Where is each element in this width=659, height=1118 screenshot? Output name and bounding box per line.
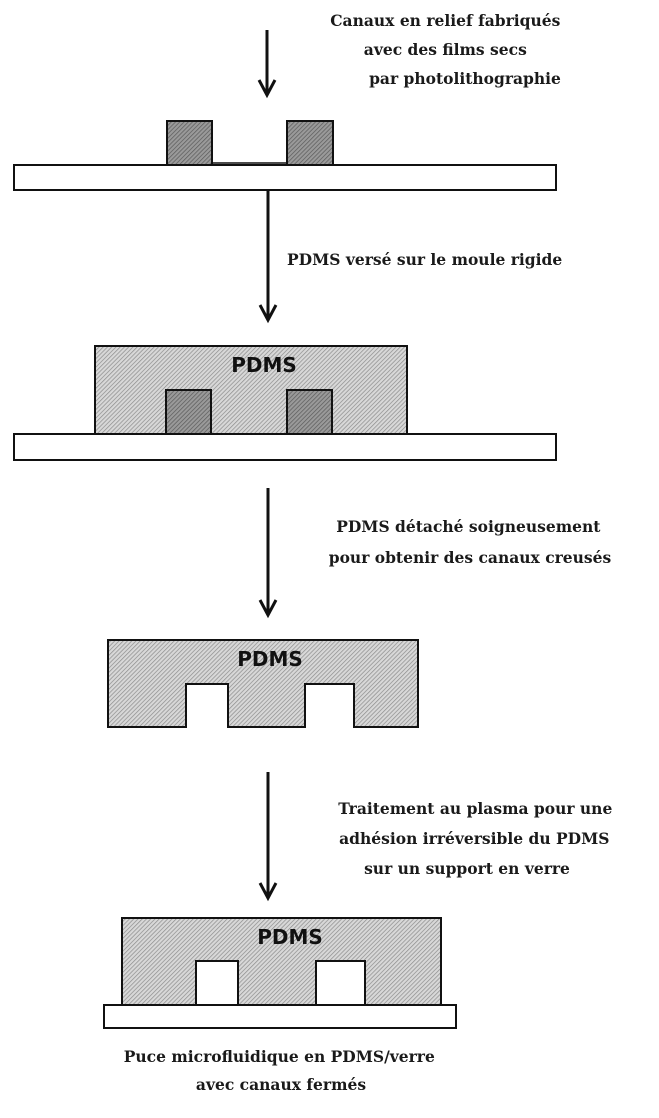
relief-channel-left xyxy=(165,389,212,435)
mold-step1 xyxy=(13,120,557,191)
rigid-substrate xyxy=(13,433,557,461)
step2-arrow xyxy=(258,190,278,324)
relief-channel-left xyxy=(166,120,213,166)
relief-channel-right xyxy=(286,120,334,166)
mold-with-pdms: PDMS xyxy=(13,345,557,461)
step1-caption: Canaux en relief fabriqués avec des film… xyxy=(330,11,566,88)
pdms-label: PDMS xyxy=(257,925,323,949)
detached-pdms: PDMS xyxy=(107,639,419,728)
step3-arrow xyxy=(258,488,278,619)
pdms-label: PDMS xyxy=(237,647,303,671)
step2-caption: PDMS versé sur le moule rigide xyxy=(287,250,562,269)
step4-arrow xyxy=(258,772,278,902)
rigid-substrate xyxy=(13,164,557,191)
step1-arrow xyxy=(257,30,277,99)
relief-channel-right xyxy=(286,389,333,435)
pdms-block xyxy=(107,639,419,728)
bonded-chip: PDMS xyxy=(103,917,457,1029)
glass-support xyxy=(103,1004,457,1029)
pdms-block xyxy=(94,345,408,435)
final-caption: Puce microfluidique en PDMS/verre avec c… xyxy=(124,1047,440,1094)
pdms-label: PDMS xyxy=(231,353,297,377)
step3-caption: PDMS détaché soigneusement pour obtenir … xyxy=(329,517,612,567)
step4-caption: Traitement au plasma pour une adhésion i… xyxy=(338,799,617,878)
